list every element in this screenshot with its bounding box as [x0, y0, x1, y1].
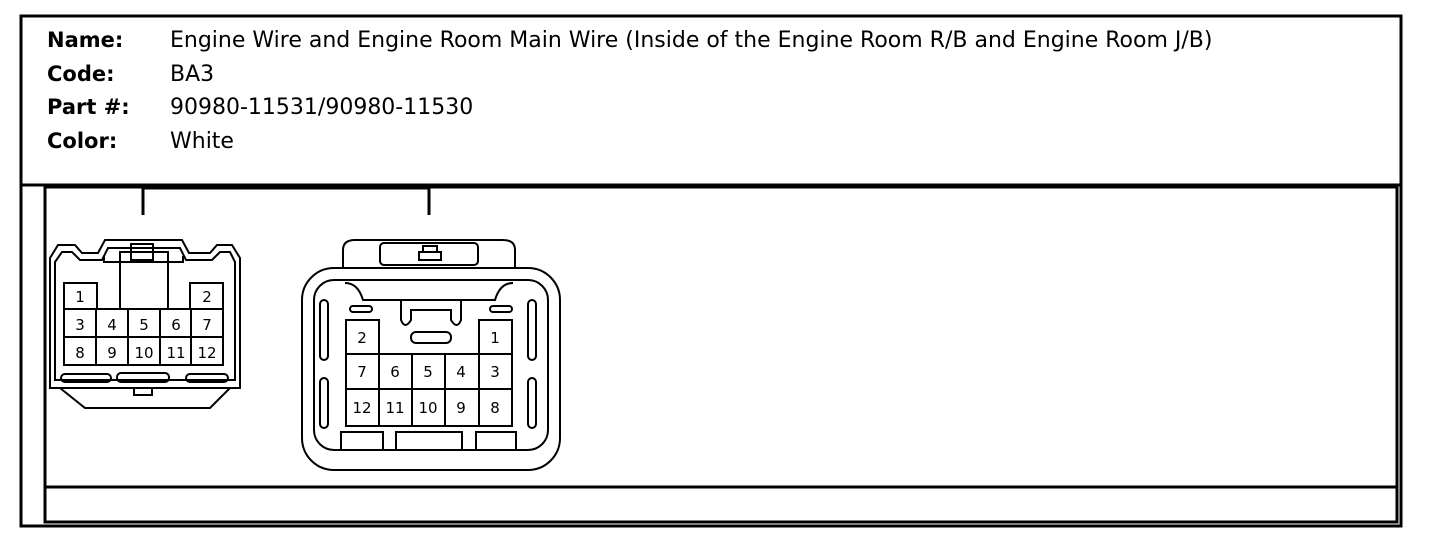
connector-left-pin-grid: [63, 308, 224, 366]
pin-label: 11: [166, 344, 185, 362]
pin-label: 4: [107, 316, 117, 334]
connector-left-pins: 1 2 3 4 5 6 7 8 9 10 11 12: [75, 288, 216, 362]
pin-label: 8: [75, 344, 85, 362]
pin-label: 2: [202, 288, 212, 306]
pin-label: 9: [456, 399, 466, 417]
pin-label: 9: [107, 344, 117, 362]
pin-label: 6: [171, 316, 181, 334]
connector-right-pins: 2 1 7 6 5 4 3 12 11 10 9 8: [352, 329, 499, 417]
diagram-box: [43, 185, 1399, 524]
pin-label: 5: [139, 316, 149, 334]
connector-info: Name: Engine Wire and Engine Room Main W…: [47, 28, 1212, 154]
pin-label: 2: [357, 329, 367, 347]
code-label: Code:: [47, 62, 115, 86]
connector-pair-bracket: [141, 186, 431, 215]
pin-label: 5: [423, 363, 433, 381]
pin-label: 7: [357, 363, 367, 381]
pin-label: 12: [352, 399, 371, 417]
pin-label: 6: [390, 363, 400, 381]
outer-frame: [19, 14, 1403, 528]
part-number-label: Part #:: [47, 95, 130, 119]
part-number-value: 90980-11531/90980-11530: [170, 95, 473, 120]
pin-label: 12: [197, 344, 216, 362]
code-value: BA3: [170, 62, 214, 87]
name-label: Name:: [47, 28, 123, 52]
pin-label: 3: [490, 363, 500, 381]
pin-label: 4: [456, 363, 466, 381]
color-value: White: [170, 129, 234, 154]
pin-label: 10: [418, 399, 437, 417]
pin-label: 1: [75, 288, 85, 306]
connector-right: [301, 239, 561, 471]
name-value: Engine Wire and Engine Room Main Wire (I…: [170, 28, 1212, 53]
pin-label: 11: [385, 399, 404, 417]
connector-left: [49, 239, 241, 409]
pin-label: 3: [75, 316, 85, 334]
color-label: Color:: [47, 129, 117, 153]
pin-label: 10: [134, 344, 153, 362]
connector-right-pin-grid: [345, 319, 513, 427]
pin-label: 7: [202, 316, 212, 334]
pin-label: 1: [490, 329, 500, 347]
pin-label: 8: [490, 399, 500, 417]
